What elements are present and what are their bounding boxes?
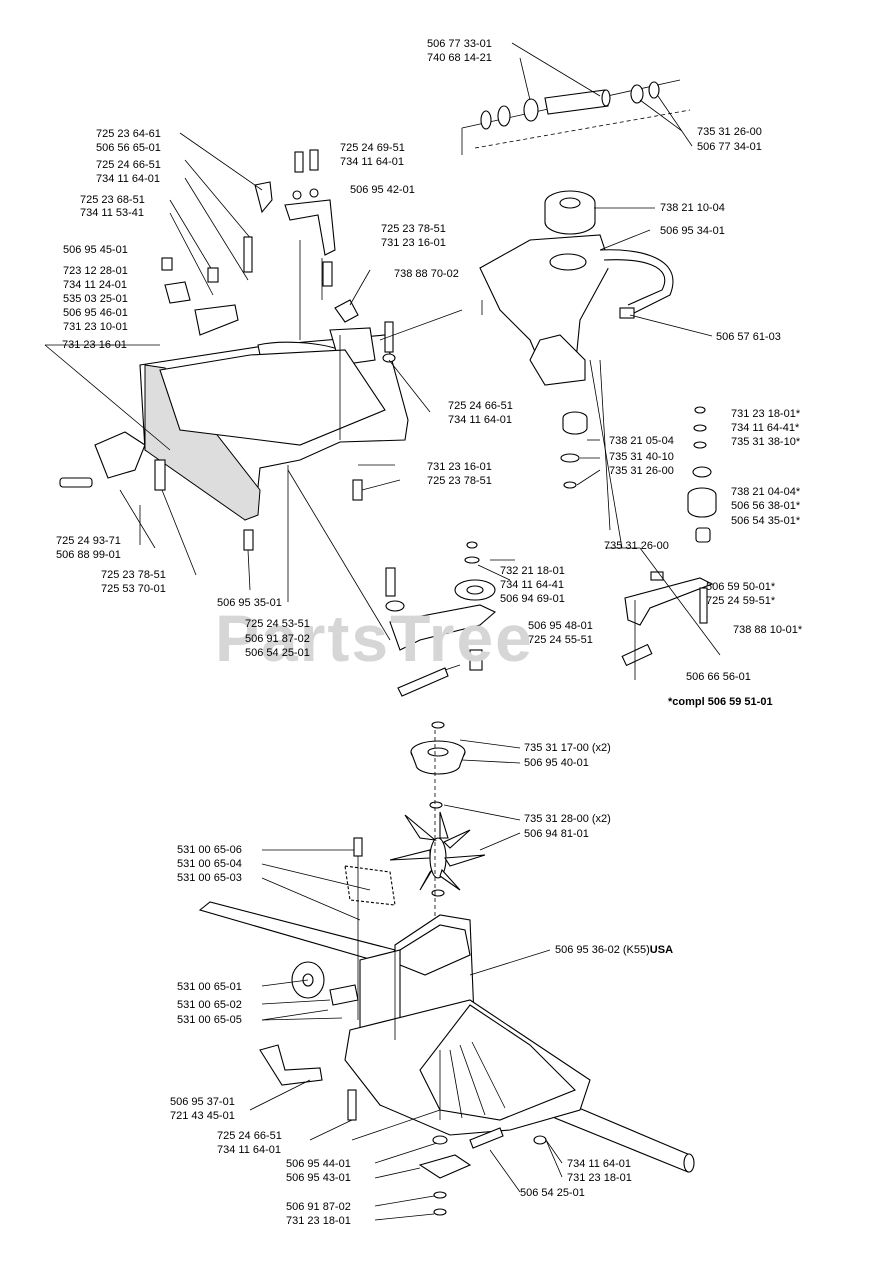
part-label-58: 735 31 17-00 (x2) <box>524 742 611 754</box>
part-label-43: 725 53 70-01 <box>101 583 166 595</box>
part-label-2: 740 68 14-21 <box>427 52 492 64</box>
part-label-45: 735 31 26-00 <box>604 540 669 552</box>
transaxle-group <box>198 837 695 1173</box>
part-label-50: 725 24 59-51* <box>706 595 776 607</box>
part-label-36: 735 31 26-00 <box>609 465 674 477</box>
part-label-60: 735 31 28-00 (x2) <box>524 813 611 825</box>
part-label-32: 734 11 64-41* <box>731 422 800 434</box>
part-label-3: 735 31 26-00 <box>697 126 762 138</box>
part-label-22: 731 23 16-01 <box>381 237 446 249</box>
part-label-59: 506 95 40-01 <box>524 757 589 769</box>
footnote: *compl 506 59 51-01 <box>668 696 773 708</box>
part-label-65: 506 95 36-02 (K55)USA <box>555 944 673 956</box>
part-label-19: 731 23 10-01 <box>63 321 128 333</box>
part-label-16: 734 11 24-01 <box>63 279 128 291</box>
part-label-66: 531 00 65-01 <box>177 981 242 993</box>
pivot-bracket-group <box>161 132 371 340</box>
part-label-38: 506 56 38-01* <box>731 500 801 512</box>
part-label-46: 732 21 18-01 <box>500 565 565 577</box>
part-label-18: 506 95 46-01 <box>63 307 128 319</box>
part-label-37: 738 21 04-04* <box>731 486 801 498</box>
bearing-stack-group <box>560 406 717 543</box>
part-label-61: 506 94 81-01 <box>524 828 589 840</box>
part-label-7: 725 24 66-51 <box>96 159 161 171</box>
part-label-11: 506 95 42-01 <box>350 184 415 196</box>
part-label-24: 725 24 66-51 <box>448 400 513 412</box>
part-label-68: 531 00 65-05 <box>177 1014 242 1026</box>
part-label-42: 725 23 78-51 <box>101 569 166 581</box>
part-label-15: 723 12 28-01 <box>63 265 128 277</box>
part-label-39: 506 54 35-01* <box>731 515 801 527</box>
part-label-57: 506 66 56-01 <box>686 671 751 683</box>
part-label-21: 725 23 78-51 <box>381 223 446 235</box>
part-label-52: 725 24 53-51 <box>245 618 310 630</box>
part-label-65-number: 506 95 36-02 (K55) <box>555 944 650 956</box>
part-label-62: 531 00 65-06 <box>177 844 242 856</box>
fan-blades <box>389 811 486 891</box>
part-label-54: 506 54 25-01 <box>245 647 310 659</box>
part-label-78: 734 11 64-01 <box>567 1158 632 1170</box>
part-label-9: 725 24 69-51 <box>340 142 405 154</box>
part-label-25: 734 11 64-01 <box>448 414 513 426</box>
part-label-30: 506 57 61-03 <box>716 331 781 343</box>
part-label-28: 738 21 10-04 <box>660 202 725 214</box>
part-label-73: 506 95 44-01 <box>286 1158 351 1170</box>
part-label-55: 506 95 48-01 <box>528 620 593 632</box>
watermark: PartsTree <box>215 601 534 675</box>
part-label-20: 731 23 16-01 <box>62 339 127 351</box>
part-label-29: 506 95 34-01 <box>660 225 725 237</box>
part-label-40: 725 24 93-71 <box>56 535 121 547</box>
axle-shaft-group <box>461 42 693 155</box>
part-label-12: 725 23 68-51 <box>80 194 145 206</box>
part-label-8: 734 11 64-01 <box>96 173 161 185</box>
part-label-34: 738 21 05-04 <box>609 435 674 447</box>
part-label-49: 506 59 50-01* <box>706 581 776 593</box>
part-label-51: 738 88 10-01* <box>733 624 803 636</box>
frame-plate-group <box>44 309 463 602</box>
bottom-parts-group <box>374 1127 563 1221</box>
part-label-23: 738 88 70-02 <box>394 268 459 280</box>
part-label-48: 506 94 69-01 <box>500 593 565 605</box>
part-label-1: 506 77 33-01 <box>427 38 492 50</box>
fan-pulley-group <box>389 721 521 1060</box>
part-label-14: 506 95 45-01 <box>63 244 128 256</box>
column-bracket-group <box>479 190 713 549</box>
part-label-67: 531 00 65-02 <box>177 999 242 1011</box>
part-label-44: 506 95 35-01 <box>217 597 282 609</box>
part-label-63: 531 00 65-04 <box>177 858 242 870</box>
part-label-27: 725 23 78-51 <box>427 475 492 487</box>
part-label-64: 531 00 65-03 <box>177 872 242 884</box>
part-label-47: 734 11 64-41 <box>500 579 565 591</box>
part-label-41: 506 88 99-01 <box>56 549 121 561</box>
part-label-17: 535 03 25-01 <box>63 293 128 305</box>
part-label-53: 506 91 87-02 <box>245 633 310 645</box>
part-label-72: 734 11 64-01 <box>217 1144 282 1156</box>
part-label-79: 731 23 18-01 <box>567 1172 632 1184</box>
part-label-74: 506 95 43-01 <box>286 1172 351 1184</box>
part-label-31: 731 23 18-01* <box>731 408 801 420</box>
part-label-77: 506 54 25-01 <box>520 1187 585 1199</box>
part-label-10: 734 11 64-01 <box>340 156 405 168</box>
part-label-4: 506 77 34-01 <box>697 141 762 153</box>
part-label-65-market: USA <box>649 944 674 956</box>
part-label-26: 731 23 16-01 <box>427 461 492 473</box>
part-label-75: 506 91 87-02 <box>286 1201 351 1213</box>
part-label-6: 506 56 65-01 <box>96 142 161 154</box>
part-label-71: 725 24 66-51 <box>217 1130 282 1142</box>
middle-pulley-group <box>287 335 515 697</box>
lever-assembly-group <box>605 547 721 680</box>
part-label-76: 731 23 18-01 <box>286 1215 351 1227</box>
part-label-5: 725 23 64-61 <box>96 128 161 140</box>
part-label-56: 725 24 55-51 <box>528 634 593 646</box>
part-label-70: 721 43 45-01 <box>170 1110 235 1122</box>
part-label-69: 506 95 37-01 <box>170 1096 235 1108</box>
part-label-33: 735 31 38-10* <box>731 436 801 448</box>
part-label-35: 735 31 40-10 <box>609 451 674 463</box>
part-label-13: 734 11 53-41 <box>80 207 145 219</box>
